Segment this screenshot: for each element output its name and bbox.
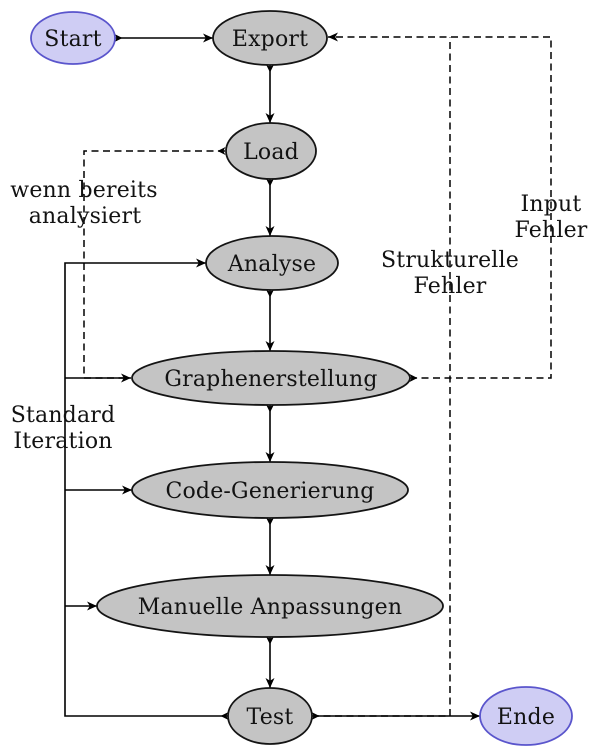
label-wenn-bereits-line1: wenn bereits [10,178,157,203]
node-graphenerstellung [131,350,411,406]
node-analyse-label: Analyse [227,252,316,277]
edges [64,32,552,721]
node-load [225,122,317,180]
node-export-label: Export [232,27,308,52]
edge-load-graphenerstellung-dashed [83,147,226,379]
node-start [30,11,116,65]
node-export [212,10,328,66]
node-code-generierung-label: Code-Generierung [165,479,374,504]
node-load-label: Load [243,140,299,165]
edge-labels: wenn bereits analysiert Standard Iterati… [10,178,587,454]
label-wenn-bereits-line2: analysiert [29,204,142,229]
node-ende [479,686,573,746]
edge-test-export-dashed [312,37,451,717]
label-input-fehler-line1: Input [521,192,582,217]
node-start-label: Start [44,27,101,52]
node-ende-label: Ende [497,705,555,730]
label-input-fehler-line2: Fehler [514,218,587,243]
node-test-label: Test [247,705,294,730]
node-manuelle-anpassungen-label: Manuelle Anpassungen [138,595,403,620]
node-manuelle-anpassungen [96,574,444,638]
node-test [227,687,313,745]
label-strukturelle-fehler-line1: Strukturelle [381,248,519,273]
node-code-generierung [131,461,409,519]
label-standard-iteration-line2: Iteration [13,429,112,454]
nodes: Start Export Load Analyse Graphenerstell… [30,10,573,746]
node-analyse [205,235,339,291]
label-standard-iteration-line1: Standard [11,403,116,428]
node-graphenerstellung-label: Graphenerstellung [164,367,377,392]
edge-graphenerstellung-export-dashed [328,32,552,382]
label-strukturelle-fehler-line2: Fehler [413,274,486,299]
